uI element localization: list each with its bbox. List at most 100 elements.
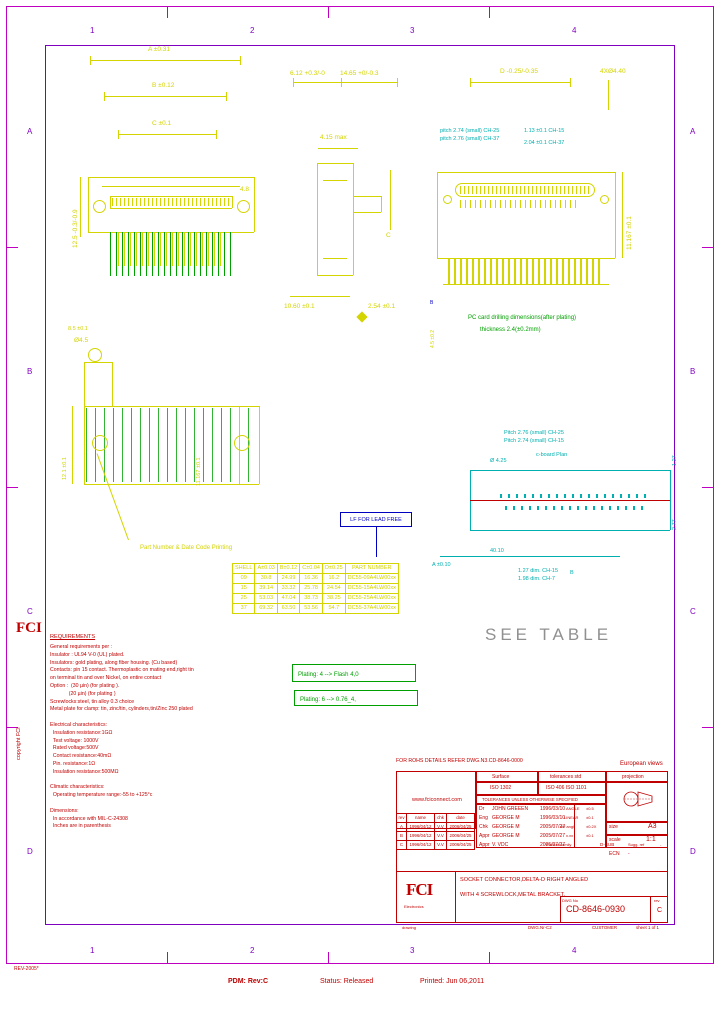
rev-th-rev: rev: [396, 813, 407, 823]
row-date-1: 1996/03/10: [540, 815, 566, 821]
zone-bot-3: 3: [410, 946, 415, 955]
customer-label: CUSTOMER: [592, 925, 618, 930]
cell-d: 24.54: [321, 583, 346, 594]
th-shell: SHELL: [231, 563, 256, 574]
cell-b: 47.04: [276, 593, 301, 604]
table-row: 15 39.14 33.32 25.78 24.54 DC55-15A4LW00…: [231, 583, 399, 594]
rev-th-chk: chk: [434, 813, 447, 823]
dim-4r8: 4.8: [240, 186, 250, 193]
rear-label-b: B: [430, 300, 434, 306]
rev-row: A 1996/04/12 V.V 2006/04/25: [396, 822, 475, 832]
zone-left-c: C: [27, 607, 33, 616]
cell-b: 24.99: [276, 573, 301, 584]
part-number-note: Part Number & Date Code Printing: [140, 545, 233, 551]
dim-1060: 10.60 ±0.1: [284, 303, 315, 310]
rev-value: C: [657, 907, 663, 914]
pcb-plan-label: c-board Plan: [536, 452, 568, 458]
cell-b: 63.50: [276, 603, 301, 614]
cell-a: 30.8: [254, 573, 278, 584]
tol-val-0: ±0.5: [586, 806, 594, 811]
pitch-note-1: pitch 2.74 (small) CH-25: [440, 128, 500, 134]
zone-right-a: A: [690, 127, 696, 136]
row-role-4: Appr: [479, 842, 490, 848]
sugg-ref-label: Sugg. ref: [628, 842, 645, 847]
th-b: B±0.12: [276, 563, 301, 574]
dim-11167-2: 11.167 ±0.1: [196, 457, 202, 486]
table-row: 25 53.03 47.04 38.73 38.25 DC55-25A4LW00…: [231, 593, 399, 604]
rev-label: rev: [654, 898, 660, 903]
cell-a: 69.32: [254, 603, 278, 614]
fci-logo-side: FCI: [16, 620, 42, 636]
rev-cell-chk: V.V: [434, 840, 447, 850]
zone-top-2: 2: [250, 26, 255, 35]
th-c: C±0.04: [299, 563, 323, 574]
cell-shell: 25: [231, 593, 256, 604]
sheet-footer-left: REV-2005*: [14, 966, 39, 972]
dim-277: 2.77: [672, 519, 678, 530]
requirements-body: General requirements per : Insulator : U…: [50, 644, 194, 830]
projection-label: European views: [620, 761, 663, 767]
rev-row: B 1996/04/12 V.V 2006/04/25: [396, 831, 475, 841]
tolerance-label: tolerances std: [550, 774, 582, 780]
tol-label-3: x.xx: [566, 833, 574, 838]
rev-cell-rev: C: [396, 840, 407, 850]
rev-header-row: rev name chk date: [396, 813, 475, 823]
dim-4010: 40.10: [490, 548, 504, 554]
drawing-frame: [45, 45, 675, 925]
zone-right-d: D: [690, 847, 696, 856]
dim-c: C ±0.1: [152, 120, 172, 127]
fci-logo-sub: Electronics: [404, 904, 424, 909]
scale-label: scale: [609, 837, 621, 843]
cell-b: 33.32: [276, 583, 301, 594]
scale-value: 1:1: [646, 836, 656, 843]
dim-127: 1.27: [672, 455, 678, 466]
cell-c: 16.36: [299, 573, 323, 584]
outer-frame: [6, 6, 714, 964]
surface-label: Surface: [492, 774, 510, 780]
zone-left-d: D: [27, 847, 33, 856]
plating-note-1: Plating: 4 --> Flash 4,0: [298, 672, 359, 678]
projection-header: projection: [622, 774, 644, 780]
copyright-notice: copyright FCI: [16, 727, 22, 760]
cell-c: 25.78: [299, 583, 323, 594]
dim-11167: 11.167 ±0.1: [626, 216, 633, 250]
tol-val-1: ±0.1: [586, 815, 594, 820]
dim-a010: A ±0.10: [432, 562, 451, 568]
th-a: A±0.03: [254, 563, 278, 574]
row-date-4: 2005/07/27: [540, 842, 566, 848]
dim-o45: Ø4.5: [74, 337, 89, 344]
company-url[interactable]: www.fciconnect.com: [412, 797, 462, 803]
rev-cell-name: 1996/04/12: [406, 822, 435, 832]
zone-right-b: B: [690, 367, 696, 376]
table-row: 37 69.32 63.50 53.56 54.7 DC55-37A4LW00x…: [231, 603, 399, 614]
cell-c: 38.73: [299, 593, 323, 604]
print-date: Printed: Jun 06,2011: [420, 978, 485, 985]
dim-4xo440: 4XØ4.40: [600, 68, 626, 75]
pcb-pitch-2: Pitch 2.74 (small) CH-15: [504, 438, 564, 444]
dim-side-c: C: [386, 232, 391, 239]
row-name-4: V. VDC: [492, 842, 509, 848]
zone-top-3: 3: [410, 26, 415, 35]
zone-right-c: C: [690, 607, 696, 616]
dim-198-ch7: 1.98 dim. CH-7: [518, 576, 555, 582]
revision-table: rev name chk date A 1996/04/12 V.V 2006/…: [396, 813, 475, 850]
row-role-1: Eng: [479, 815, 488, 821]
tol-label-2: diff angl: [560, 824, 574, 829]
sheet-of: sheet 1 of 1: [636, 925, 659, 930]
zone-left-a: A: [27, 127, 33, 136]
drawing-title-line1: SOCKET CONNECTOR,DELTA-D RIGHT ANGLED: [460, 877, 589, 883]
row-date-3: 2005/07/27: [540, 833, 566, 839]
pcb-note-2: thickness 2.4(±0.2mm): [480, 327, 541, 333]
rev-cell-date: 2006/04/25: [446, 840, 475, 850]
row-name-1: GEORGE M: [492, 815, 520, 821]
pitch-note-2: pitch 2.76 (small) CH-37: [440, 136, 500, 142]
rev-cell-rev: B: [396, 831, 407, 841]
plating-note-2: Plating: 6 --> 0.76_4,: [300, 697, 356, 703]
rohs-note: FOR ROHS DETAILS REFER DWG.N3.CD-8646-00…: [396, 758, 523, 764]
row-date-2: 2005/07/27: [540, 824, 566, 830]
ecn-label: ECN: [609, 851, 620, 857]
row-name-0: JOHN GREEEN: [492, 806, 529, 812]
dim-415max: 4.15 max: [320, 134, 347, 141]
tol-label-1: LINEAR: [564, 815, 579, 820]
